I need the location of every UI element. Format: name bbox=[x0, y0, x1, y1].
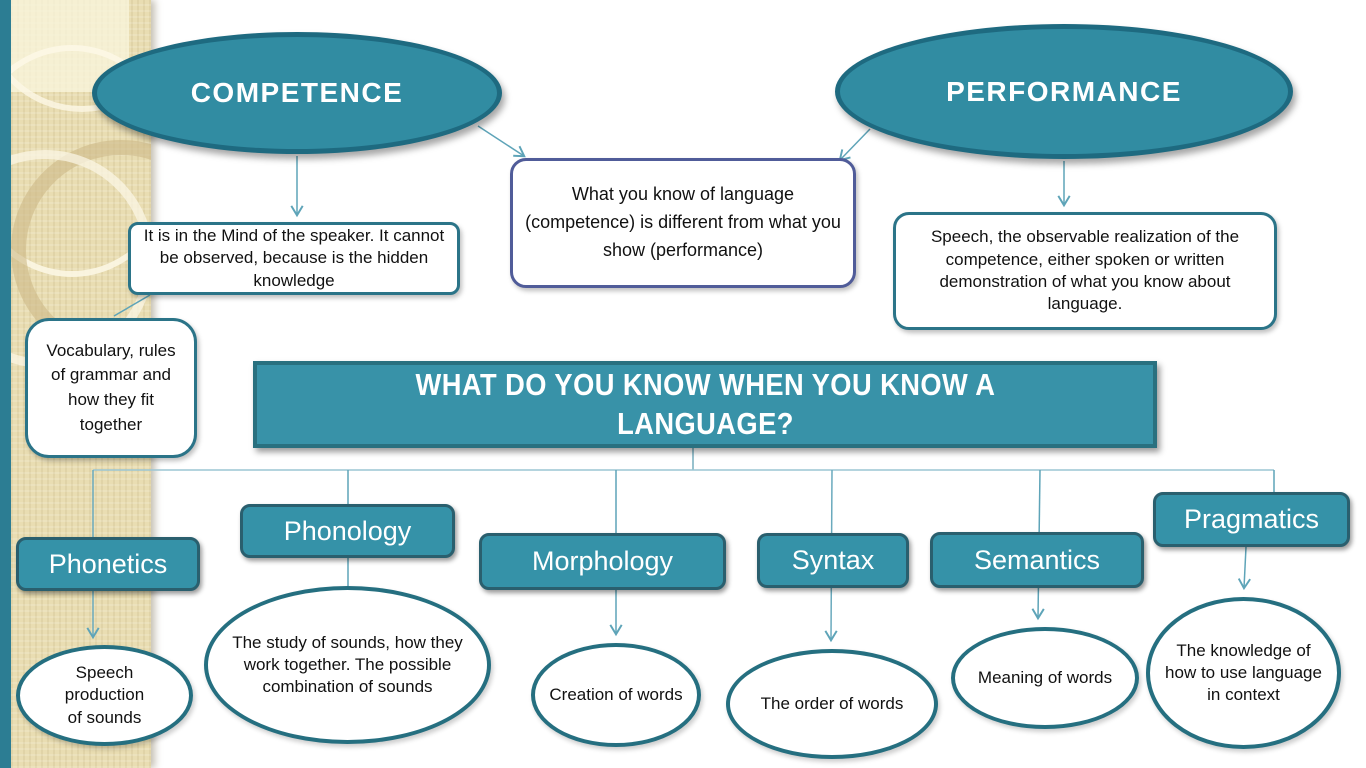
branch-label: Morphology bbox=[531, 546, 674, 576]
branch-note-text: Speech production of sounds bbox=[64, 663, 145, 727]
branch-label: Phonology bbox=[283, 515, 412, 546]
branch-label: Pragmatics bbox=[1183, 504, 1320, 534]
branch-label: Syntax bbox=[791, 545, 875, 575]
competence-note: It is in the Mind of the speaker. It can… bbox=[128, 222, 460, 295]
connector-performance-to-definition bbox=[838, 128, 871, 162]
branch-box-phonetics: Phonetics bbox=[16, 537, 200, 591]
branch-box-syntax: Syntax bbox=[757, 533, 909, 588]
branch-box-morphology: Morphology bbox=[479, 533, 726, 590]
branch-note-text: Meaning of words bbox=[977, 667, 1113, 687]
branch-note-morphology: Creation of words bbox=[531, 643, 701, 747]
performance-note: Speech, the observable realization of th… bbox=[893, 212, 1277, 330]
connector-competence-to-definition bbox=[477, 125, 526, 158]
branch-note-phonetics: Speech production of sounds bbox=[16, 645, 193, 746]
definition-note: What you know of language (competence) i… bbox=[510, 158, 856, 288]
branch-note-phonology: The study of sounds, how they work toget… bbox=[204, 586, 491, 744]
branch-box-phonology: Phonology bbox=[240, 504, 455, 558]
branch-note-text: The order of words bbox=[760, 693, 904, 713]
branch-note-text: The knowledge of how to use language in … bbox=[1165, 640, 1322, 705]
branch-label: Semantics bbox=[973, 544, 1101, 575]
performance-note-text: Speech, the observable realization of th… bbox=[930, 227, 1240, 314]
branch-note-pragmatics: The knowledge of how to use language in … bbox=[1146, 597, 1341, 749]
question-banner-title: WHAT DO YOU KNOW WHEN YOU KNOW A LANGUAG… bbox=[415, 366, 995, 441]
performance-node: PERFORMANCE bbox=[835, 24, 1293, 159]
branch-box-semantics: Semantics bbox=[930, 532, 1144, 588]
branch-note-syntax: The order of words bbox=[726, 649, 938, 759]
branch-box-pragmatics: Pragmatics bbox=[1153, 492, 1350, 547]
connector-pragmatics-to-note bbox=[1237, 546, 1251, 591]
branch-note-text: The study of sounds, how they work toget… bbox=[232, 632, 463, 697]
competence-node: COMPETENCE bbox=[92, 32, 502, 154]
left-accent-bar bbox=[0, 0, 11, 768]
branch-label: Phonetics bbox=[48, 548, 168, 579]
competence-note-text: It is in the Mind of the speaker. It can… bbox=[143, 225, 445, 290]
branch-note-semantics: Meaning of words bbox=[951, 627, 1139, 729]
vocabulary-note-text: Vocabulary, rules of grammar and how the… bbox=[46, 340, 176, 434]
competence-label: COMPETENCE bbox=[190, 77, 404, 108]
question-banner: WHAT DO YOU KNOW WHEN YOU KNOW A LANGUAG… bbox=[253, 361, 1157, 448]
branch-note-text: Creation of words bbox=[549, 684, 683, 704]
definition-note-text: What you know of language (competence) i… bbox=[525, 184, 841, 260]
performance-label: PERFORMANCE bbox=[946, 75, 1182, 107]
vocabulary-note: Vocabulary, rules of grammar and how the… bbox=[25, 318, 197, 458]
